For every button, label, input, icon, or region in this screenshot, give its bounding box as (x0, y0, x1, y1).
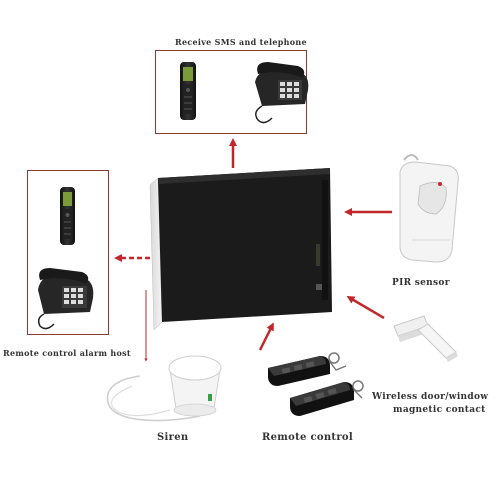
flow-arrows (113, 137, 392, 362)
desk-telephone-icon (255, 62, 309, 124)
pir-sensor-label: PIR sensor (392, 278, 450, 288)
door-contact-label-1: Wireless door/window (372, 392, 489, 402)
siren-icon (106, 355, 222, 422)
remote-control-label: Remote control (262, 432, 353, 443)
door-contact-icon (393, 315, 458, 362)
mobile-phone-icon-left (60, 187, 75, 245)
door-contact-label-2: magnetic contact (393, 405, 486, 415)
siren-label: Siren (157, 432, 189, 443)
arrow-door-to-host (346, 295, 385, 320)
arrow-remote-to-host (258, 322, 274, 351)
remote-alarm-host-label: Remote control alarm host (3, 348, 131, 358)
alarm-panel-icon (149, 168, 332, 331)
remote-control-icon-2 (290, 380, 364, 416)
pir-sensor-icon (399, 154, 459, 263)
mobile-phone-icon (180, 62, 196, 120)
remote-control-icon (268, 352, 347, 386)
receive-sms-label: Receive SMS and telephone (175, 37, 307, 47)
desk-telephone-icon-left (37, 268, 94, 330)
